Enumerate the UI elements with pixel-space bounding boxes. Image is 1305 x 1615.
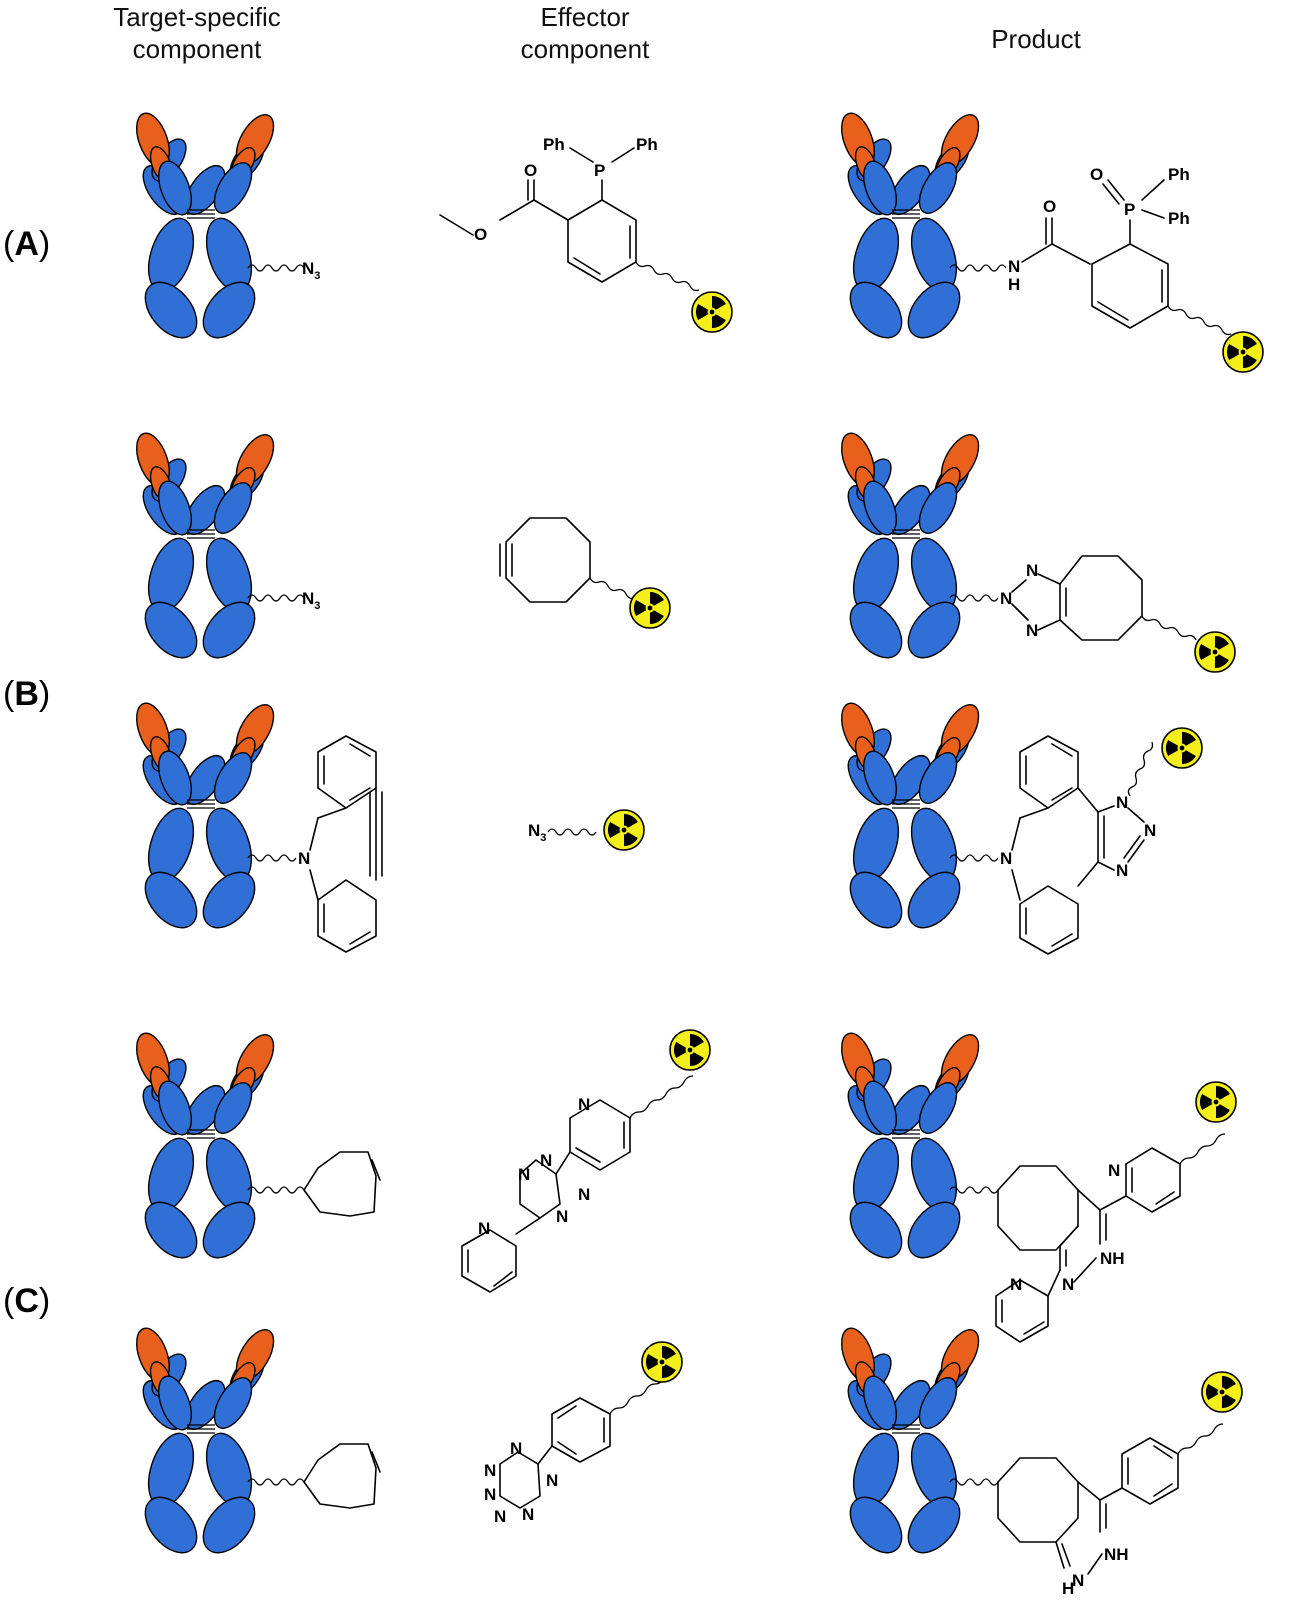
radioactive-icon — [1193, 631, 1236, 673]
svg-text:N: N — [298, 849, 310, 868]
radioactive-icon — [668, 1029, 711, 1071]
svg-text:O: O — [1043, 197, 1056, 216]
cyclooctyne-reagent — [499, 517, 636, 603]
trans-cyclooctene — [303, 1443, 381, 1509]
svg-text:N: N — [540, 1151, 552, 1170]
trans-cyclooctene — [303, 1151, 381, 1217]
azide-label: N3 — [302, 589, 320, 612]
svg-text:N: N — [1010, 1275, 1022, 1294]
phosphine-reagent: Ph Ph P O O — [439, 135, 700, 292]
antibody-icon — [129, 1028, 282, 1269]
antibody-icon — [834, 1323, 987, 1564]
column-header-product: Product — [991, 24, 1081, 54]
antibody-icon — [834, 1028, 987, 1269]
svg-text:Ph: Ph — [636, 135, 658, 154]
phenyl-tetrazine: N N N N N N — [484, 1371, 674, 1526]
column-header-target: Target-specific — [113, 2, 281, 32]
svg-text:N: N — [484, 1461, 496, 1480]
radioactive-icon — [690, 291, 733, 333]
antibody-icon — [834, 698, 987, 939]
svg-text:NH: NH — [1100, 1249, 1125, 1268]
svg-text:N: N — [1116, 793, 1128, 812]
svg-text:N: N — [578, 1095, 590, 1114]
radioactive-icon — [1200, 1371, 1243, 1413]
svg-text:N: N — [522, 1505, 534, 1524]
svg-text:N: N — [484, 1485, 496, 1504]
dibenzocyclooctyne-linker: N — [298, 735, 383, 953]
dihydropyridazine-bispyridyl-product: N NH N N — [995, 1133, 1226, 1343]
antibody-icon — [129, 428, 282, 669]
antibody-icon — [129, 1323, 282, 1564]
row-label-c: (C) — [3, 1282, 50, 1320]
svg-text:N: N — [1026, 561, 1038, 580]
svg-text:Ph: Ph — [543, 135, 565, 154]
azide-label: N3 — [528, 821, 546, 844]
dibenzo-triazole-product: N N N N — [1000, 735, 1156, 955]
svg-text:H: H — [1062, 1579, 1074, 1598]
svg-text:N: N — [518, 1165, 530, 1184]
svg-text:N: N — [478, 1219, 490, 1238]
svg-text:N: N — [1116, 861, 1128, 880]
svg-text:Ph: Ph — [1168, 165, 1190, 184]
svg-text:N: N — [494, 1507, 506, 1526]
column-header-target-2: component — [133, 34, 262, 64]
azide-label: N3 — [302, 259, 320, 282]
row-label-b: (B) — [3, 675, 50, 713]
row-label-a: (A) — [3, 225, 50, 263]
svg-text:O: O — [1090, 165, 1103, 184]
antibody-icon — [834, 108, 987, 349]
radioactive-icon — [1160, 727, 1203, 769]
svg-text:P: P — [1124, 200, 1135, 219]
svg-text:O: O — [524, 161, 537, 180]
radioactive-icon — [640, 1341, 683, 1383]
svg-text:N: N — [1072, 1571, 1084, 1590]
svg-text:N: N — [1144, 821, 1156, 840]
radioactive-icon — [1221, 331, 1264, 373]
svg-text:H: H — [1008, 275, 1020, 294]
antibody-icon — [129, 108, 282, 349]
phosphine-oxide-amide-product: N H O P O Ph Ph — [1008, 165, 1232, 336]
svg-text:N: N — [510, 1439, 522, 1458]
dihydropyridazine-phenyl-product: N NH H — [997, 1423, 1224, 1598]
svg-text:O: O — [474, 225, 487, 244]
radioactive-icon — [628, 587, 671, 629]
svg-text:N: N — [1108, 1161, 1120, 1180]
svg-text:N: N — [578, 1185, 590, 1204]
svg-text:N: N — [556, 1207, 568, 1226]
svg-text:P: P — [594, 161, 605, 180]
antibody-icon — [834, 428, 987, 669]
svg-text:N: N — [1008, 257, 1020, 276]
antibody-icon — [129, 698, 282, 939]
radioactive-icon — [1194, 1081, 1237, 1123]
bis-pyridyl-tetrazine: N N N N N N — [461, 1075, 694, 1293]
column-header-effector: Effector — [540, 2, 629, 32]
triazole-cyclooctane-product: N N N — [1000, 555, 1197, 641]
column-header-effector-2: component — [521, 34, 650, 64]
svg-text:NH: NH — [1104, 1545, 1129, 1564]
radioactive-icon — [602, 809, 645, 851]
svg-text:N: N — [546, 1471, 558, 1490]
svg-text:N: N — [1000, 849, 1012, 868]
svg-text:N: N — [1000, 589, 1012, 608]
svg-text:Ph: Ph — [1168, 209, 1190, 228]
svg-text:N: N — [1026, 621, 1038, 640]
svg-text:N: N — [1062, 1275, 1074, 1294]
